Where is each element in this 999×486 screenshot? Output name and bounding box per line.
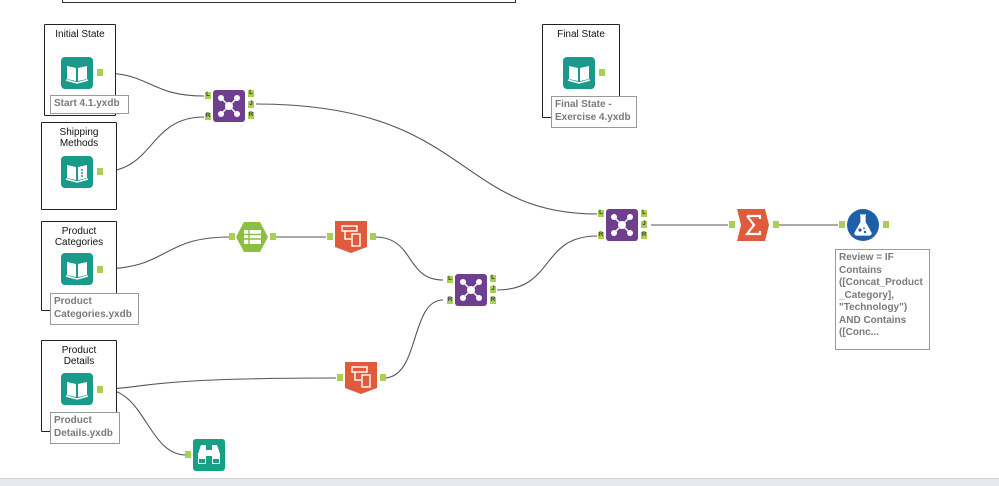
input-port[interactable] xyxy=(185,451,191,458)
transpose-icon xyxy=(345,362,377,394)
container-title: Product Details xyxy=(61,345,97,367)
input-port[interactable] xyxy=(337,374,343,381)
connector-start-to-join1 xyxy=(102,72,205,97)
output-port[interactable] xyxy=(97,168,103,175)
input-port[interactable] xyxy=(839,221,845,228)
port-label: L xyxy=(642,210,646,216)
port-label: L xyxy=(206,92,210,98)
browse-tool[interactable] xyxy=(192,438,226,472)
input-port[interactable] xyxy=(229,233,235,240)
output-port[interactable] xyxy=(270,233,276,240)
connector-categories-to-select xyxy=(99,236,231,270)
output-port[interactable] xyxy=(599,69,605,76)
output-port[interactable] xyxy=(773,221,779,228)
connector-join2-to-join3 xyxy=(496,235,598,291)
input-tool-start[interactable] xyxy=(60,56,94,90)
port-label: J xyxy=(249,101,253,107)
connector-details-to-transpose2 xyxy=(102,377,337,390)
select-tool[interactable] xyxy=(235,220,269,254)
port-label: R xyxy=(447,297,453,303)
port-label: R xyxy=(205,113,211,119)
flask-formula-icon xyxy=(847,209,879,241)
connector-transpose2-to-join2 xyxy=(383,299,444,379)
port-label: R xyxy=(641,232,647,238)
canvas-bottom-scrollbar[interactable] xyxy=(0,478,999,486)
book-input-icon xyxy=(61,373,93,405)
port-label: R xyxy=(490,297,496,303)
input-tool-product-details[interactable] xyxy=(60,372,94,406)
output-port[interactable] xyxy=(380,374,386,381)
join-tool-3[interactable] xyxy=(605,208,639,242)
summarize-tool[interactable] xyxy=(736,208,770,242)
port-label: L xyxy=(448,276,452,282)
join-icon xyxy=(213,90,245,122)
output-port[interactable] xyxy=(97,386,103,393)
port-label: J xyxy=(491,286,495,292)
output-port[interactable] xyxy=(97,266,103,273)
top-container-edge xyxy=(62,0,516,3)
book-input-icon xyxy=(563,57,595,89)
transpose-icon xyxy=(335,221,367,253)
input-tool-final-state[interactable] xyxy=(562,56,596,90)
output-port[interactable] xyxy=(97,69,103,76)
annotation-start: Start 4.1.yxdb xyxy=(50,95,129,114)
annotation-product-categories: Product Categories.yxdb xyxy=(50,293,139,325)
container-title: Product Categories xyxy=(54,226,104,248)
select-columns-icon xyxy=(236,222,268,252)
output-port[interactable] xyxy=(883,221,889,228)
formula-tool[interactable] xyxy=(846,208,880,242)
annotation-formula: Review = IF Contains ([Concat_Product _C… xyxy=(835,249,930,350)
book-list-icon xyxy=(61,156,93,188)
input-tool-product-categories[interactable] xyxy=(60,252,94,286)
transpose-tool-2[interactable] xyxy=(344,361,378,395)
container-title: Shipping Methods xyxy=(59,127,99,149)
container-title: Initial State xyxy=(55,29,105,40)
port-label: R xyxy=(248,112,254,118)
port-label: L xyxy=(249,90,253,96)
port-label: R xyxy=(598,232,604,238)
port-label: L xyxy=(491,275,495,281)
join-icon xyxy=(455,274,487,306)
book-input-icon xyxy=(61,253,93,285)
input-port[interactable] xyxy=(729,221,735,228)
binoculars-browse-icon xyxy=(193,439,225,471)
output-port[interactable] xyxy=(370,233,376,240)
transpose-tool-1[interactable] xyxy=(334,220,368,254)
port-label: J xyxy=(642,221,646,227)
annotation-product-details: Product Details.yxdb xyxy=(50,412,120,444)
connector-join1-to-join3 xyxy=(255,103,598,215)
port-label: L xyxy=(599,210,603,216)
container-title: Final State xyxy=(557,29,605,40)
connector-transpose1-to-join2 xyxy=(374,236,444,281)
input-port[interactable] xyxy=(327,233,333,240)
join-icon xyxy=(606,209,638,241)
summarize-sigma-icon xyxy=(737,209,769,241)
input-tool-shipping-methods[interactable] xyxy=(60,155,94,189)
join-tool-2[interactable] xyxy=(454,273,488,307)
book-input-icon xyxy=(61,57,93,89)
annotation-final-state: Final State - Exercise 4.yxdb xyxy=(551,96,637,128)
join-tool-1[interactable] xyxy=(212,89,246,123)
